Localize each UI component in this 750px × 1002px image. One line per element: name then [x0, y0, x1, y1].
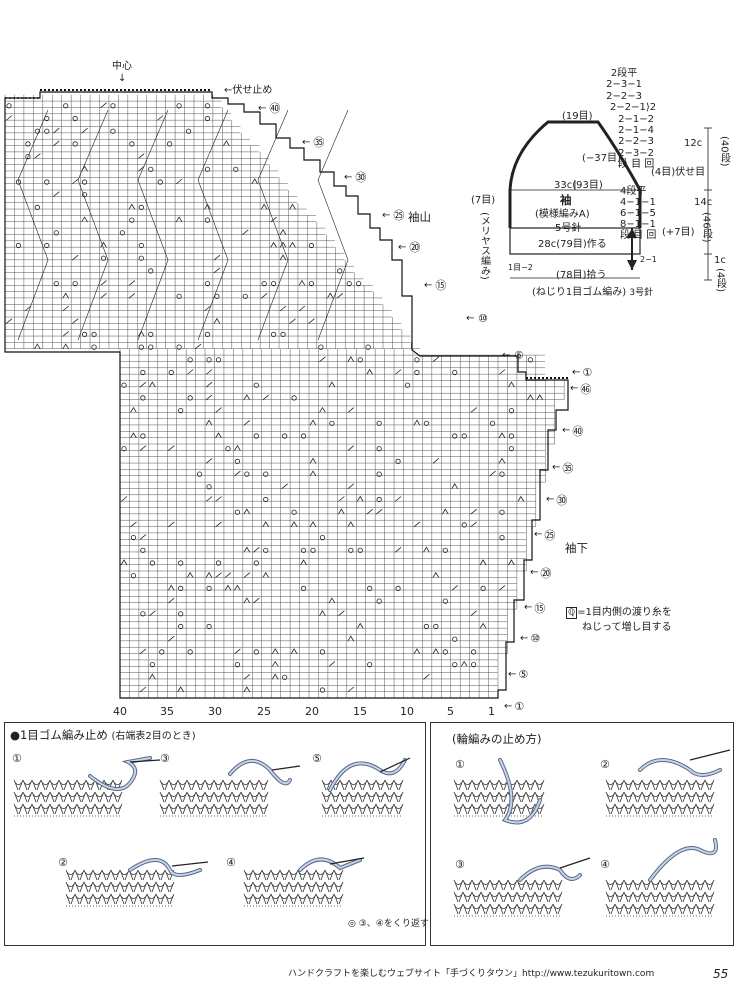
pattern-name: (模様編みA) — [535, 209, 590, 220]
bind-off-label: ←伏せ止め — [224, 85, 273, 96]
cap-decrease-label: (−37目) — [582, 153, 621, 164]
dim-body: 14c — [694, 197, 713, 208]
lace-symbols — [5, 102, 544, 693]
increase-label: (+7目) — [662, 227, 695, 238]
rib-bind-off-title: ●1目ゴム編み止め (右端表2目のとき) — [10, 728, 196, 742]
round-step-number: ① — [455, 758, 465, 771]
increase-legend: ℚ=1目内側の渡り糸を — [566, 607, 672, 619]
cap-row-marker: ←⑤ — [502, 349, 524, 362]
cap-top-row-marker: ←① — [572, 366, 593, 379]
chart-outline — [4, 91, 569, 699]
body-row-marker: ←⑮ — [524, 602, 546, 615]
sleeve-schematic — [508, 120, 712, 281]
body-row-marker: ←㊵ — [562, 425, 584, 438]
round-bind-off-title: (輪編みの止め方) — [452, 732, 542, 746]
stitch-number: 1 — [488, 705, 495, 718]
body-row-marker: ←㉚ — [546, 494, 568, 507]
round-step-number: ④ — [600, 858, 610, 871]
ribbing-label: (ねじり1目ゴム編み) 3号針 — [532, 287, 654, 298]
step3-swatch — [159, 759, 292, 817]
round2-swatch — [605, 758, 722, 817]
needle — [171, 861, 209, 867]
rib-step-number: ② — [58, 856, 68, 869]
step5-swatch — [321, 758, 407, 817]
rib-step-number: ① — [12, 752, 22, 765]
stitch-number: 25 — [257, 705, 271, 718]
dim-rib-rows: (4段) — [714, 268, 726, 293]
stitch-number: 15 — [353, 705, 367, 718]
cap-row-marker: ←㉟ — [302, 136, 325, 149]
increase-legend-line2: ねじって増し目する — [582, 622, 672, 633]
dim-cap: 12c — [684, 138, 703, 149]
needle — [689, 749, 731, 761]
cap-row-marker: ←⑳ — [398, 241, 421, 254]
center-label: 中心 — [112, 61, 132, 72]
cast-on-label: 28c(79目)作る — [538, 239, 607, 250]
step4-swatch — [243, 857, 362, 907]
rib-bind-off-panel — [4, 722, 426, 946]
body-row-marker: ←㊻ — [570, 383, 592, 396]
dim-body-rows: (46段) — [700, 212, 712, 243]
step2-swatch — [65, 858, 202, 907]
body-row-marker: ←⑳ — [530, 567, 552, 580]
cap-row-marker: ←⑩ — [466, 312, 488, 325]
body-row-marker: ←㉟ — [552, 462, 574, 475]
sleeve-title: 袖 — [560, 193, 572, 207]
rib-step-number: ③ — [160, 752, 170, 765]
stitch-number: 10 — [400, 705, 414, 718]
top-width-label: (19目) — [562, 111, 593, 122]
cap-bindoff-label: (4目)伏せ目 — [651, 167, 706, 178]
body-row-marker: ←⑤ — [508, 668, 529, 681]
round-bind-off-panel — [430, 722, 734, 946]
width-33-label: 33c(93目) — [554, 180, 603, 191]
stitch-number: 20 — [305, 705, 319, 718]
sleeve-underarm-label: 袖下 — [565, 541, 588, 555]
needle — [271, 765, 301, 771]
step1-swatch — [13, 756, 152, 817]
knitting-chart-grid — [4, 89, 569, 699]
needle — [559, 857, 591, 869]
rib-step-number: ④ — [226, 856, 236, 869]
needle — [379, 757, 411, 773]
dim-rib: 1c — [714, 255, 726, 266]
round3-swatch — [453, 864, 582, 917]
needle — [329, 857, 365, 865]
stitch-number: 40 — [113, 705, 127, 718]
cap-row-marker: ←㊵ — [258, 102, 281, 115]
needle-5: 5号針 — [555, 223, 582, 234]
round-step-number: ③ — [455, 858, 465, 871]
stitch-number: 5 — [447, 705, 454, 718]
round4-swatch — [605, 838, 718, 917]
twisted-increase-symbol: ℚ — [566, 607, 578, 619]
repeat-note: ◎ ③、④をくり返す — [348, 919, 429, 929]
body-row-marker: ←⑩ — [520, 632, 541, 645]
rib-step-number: ⑤ — [312, 752, 322, 765]
sleeve-cap-label: 袖山 — [408, 210, 431, 224]
stockinette-label: (メリヤス編み) — [478, 212, 490, 280]
bind-off-illustrations — [13, 749, 731, 917]
round1-swatch — [453, 758, 545, 825]
increase-table: 4段平 4−1−1 6−1−5 8−1−1 段 目 回 — [620, 186, 657, 241]
center-arrow: ↓ — [118, 73, 127, 84]
pick-up-label: (78目)拾う — [556, 270, 607, 281]
footer-text: ハンドクラフトを楽しむウェブサイト「手づくりタウン」http://www.tez… — [288, 969, 655, 979]
side-stitches: (7目) — [471, 195, 496, 206]
stitch-number: 30 — [208, 705, 222, 718]
body-row-marker: ←① — [504, 700, 525, 713]
round-step-number: ② — [600, 758, 610, 771]
body-row-marker: ←㉕ — [534, 529, 556, 542]
needle — [129, 759, 161, 763]
cap-row-marker: ←⑮ — [424, 279, 447, 292]
cap-row-marker: ←㉚ — [344, 171, 367, 184]
stitch-number: 35 — [160, 705, 174, 718]
small-left-label: 1目−2 — [508, 263, 533, 272]
cap-row-marker: ←㉕ — [382, 209, 405, 222]
dim-cap-rows: (40段) — [718, 136, 730, 167]
cap-decrease-table: 2段平 2−3−1 2−2−3 2−2−1⟩2 2−1−2 2−1−4 2−2−… — [606, 68, 657, 171]
page-number: 55 — [713, 967, 729, 981]
small-right-label: 2−1 — [640, 255, 657, 264]
